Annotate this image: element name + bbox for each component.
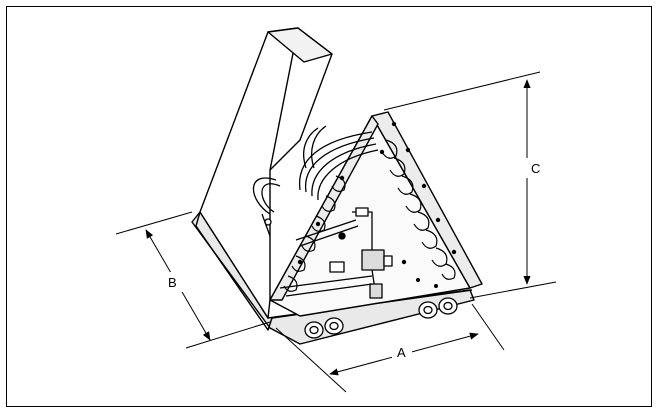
label-b: B [168,275,177,290]
right-coil-slab [371,111,483,289]
label-a: A [397,345,406,360]
fasteners [297,121,457,288]
coil-assembly [191,27,483,345]
distributor-tubes [252,125,379,215]
drain-fittings [304,297,458,339]
left-coil-slab [199,27,299,319]
dimension-c [383,71,557,299]
label-c: C [531,161,540,176]
valve-assembly [261,207,393,299]
right-hairpins [381,139,456,280]
